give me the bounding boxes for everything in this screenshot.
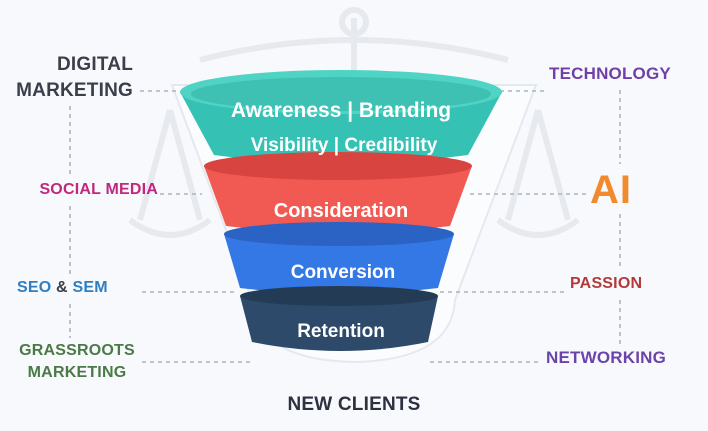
label-amp: & [56, 279, 68, 296]
label-seo-sem: SEO & SEM [17, 279, 108, 297]
stage2-label: Consideration [274, 200, 408, 222]
label-social-media: SOCIAL MEDIA [39, 181, 158, 198]
stage-awareness [180, 70, 502, 164]
label-grassroots-line1: GRASSROOTS [19, 342, 135, 359]
right-connectors [430, 90, 621, 363]
label-digital-marketing: DIGITAL MARKETING [0, 52, 133, 104]
label-passion: PASSION [570, 275, 643, 292]
stage1-bottom-label: Visibility | Credibility [251, 135, 438, 156]
label-digital-line1: DIGITAL [57, 54, 133, 75]
label-grassroots-line2: MARKETING [27, 364, 127, 381]
label-seo: SEO [17, 279, 52, 296]
label-networking: NETWORKING [546, 348, 667, 367]
stage4-label: Retention [297, 321, 385, 342]
label-digital-line2: MARKETING [16, 80, 133, 101]
stage-retention [240, 286, 438, 351]
label-sem: SEM [72, 279, 108, 296]
label-new-clients: NEW CLIENTS [287, 394, 421, 415]
label-ai: AI [590, 168, 632, 212]
stage3-label: Conversion [291, 262, 396, 283]
stage-consideration [204, 152, 472, 233]
label-technology: TECHNOLOGY [549, 64, 671, 83]
stage1-top-label: Awareness | Branding [231, 99, 451, 122]
left-connectors [69, 90, 250, 363]
label-grassroots-marketing: GRASSROOTS MARKETING [2, 340, 152, 384]
stage-conversion [224, 222, 454, 294]
